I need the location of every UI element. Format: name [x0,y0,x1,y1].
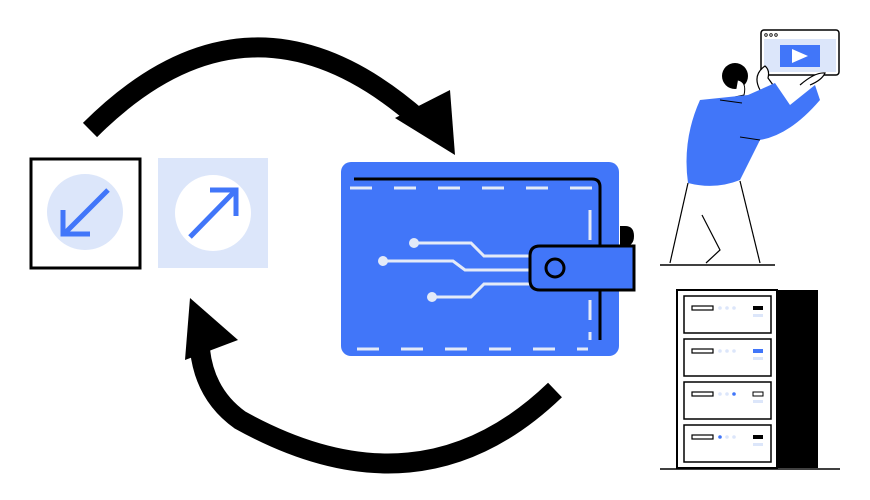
status-led [732,392,736,396]
cycle-arrow-top [82,37,455,155]
status-led [732,306,736,310]
circuit-lines [378,238,535,302]
drive-slot [691,348,714,354]
status-led [725,349,729,353]
outgoing-button[interactable] [158,158,268,268]
server-unit [683,338,772,377]
drive-slot [691,391,714,397]
status-led [718,349,722,353]
wallet-clasp [528,226,636,292]
drive-slot [691,305,714,311]
status-indicator [753,306,763,310]
status-led [718,306,722,310]
cycle-arrow-bottom [185,298,562,474]
status-indicator [753,349,763,353]
status-indicator [752,391,764,397]
server-unit [683,295,772,334]
drive-slot [691,434,714,440]
status-led [732,349,736,353]
server-unit [683,424,772,463]
play-icon [792,49,808,63]
digital-wallet [341,162,636,356]
video-screen [760,29,840,76]
status-led [725,392,729,396]
arrow-up-right-icon [188,187,239,239]
server-unit [683,381,772,420]
status-led [725,435,729,439]
arrow-down-left-icon [60,188,110,237]
status-led [725,306,729,310]
incoming-button[interactable] [29,157,142,270]
status-led [718,435,722,439]
status-led [732,435,736,439]
status-led [718,392,722,396]
server-rack [660,289,840,470]
status-indicator [753,435,763,439]
person-with-video-screen [660,29,840,266]
